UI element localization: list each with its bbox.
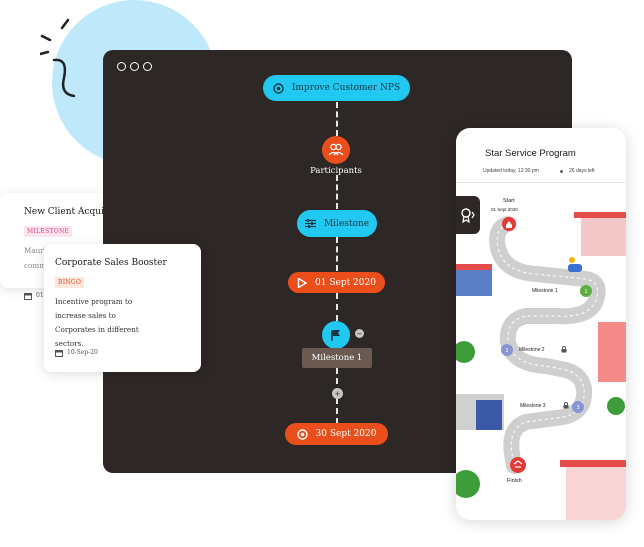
- star-service-program-panel: Star Service Program Updated today, 12:3…: [456, 128, 626, 520]
- card-date: 10-Sep-20: [67, 349, 98, 356]
- card-description: Incentive program to increase sales to C…: [55, 297, 139, 348]
- milestone-pill[interactable]: Milestone: [297, 210, 377, 237]
- bingo-tag: BINGO: [55, 277, 85, 288]
- sketch-lines-icon: [40, 18, 76, 98]
- milestone-1-label[interactable]: Milestone 1: [532, 288, 558, 294]
- participants-label: Participants: [310, 166, 362, 176]
- milestone-box[interactable]: Milestone 1: [302, 348, 372, 368]
- card-corporate-sales-booster[interactable]: Corporate Sales Booster BINGO Incentive …: [44, 244, 201, 372]
- award-tab[interactable]: [456, 196, 480, 234]
- window-control-dot[interactable]: [143, 62, 152, 71]
- timeline-connector: [336, 293, 338, 321]
- timeline-connector: [336, 175, 338, 209]
- target-icon: [296, 428, 308, 440]
- calendar-icon: [24, 293, 32, 300]
- updated-text: Updated today, 12:30 pm: [483, 168, 539, 174]
- start-date-label: 01 Sept 2020: [315, 277, 376, 288]
- timeline-connector: [336, 237, 338, 271]
- start-date: 01 Sept 2020: [491, 207, 518, 212]
- card-description: Mauri comm: [24, 246, 47, 270]
- minus-icon[interactable]: −: [355, 329, 364, 338]
- milestone-badge: 3: [576, 405, 579, 411]
- milestone-badge: 1: [584, 289, 587, 295]
- program-title: Star Service Program: [485, 148, 576, 159]
- road-map: 1 2 3: [456, 212, 626, 520]
- goal-pill[interactable]: Improve Customer NPS: [263, 75, 410, 101]
- milestone-pill-label: Milestone: [323, 218, 370, 229]
- add-node-icon[interactable]: +: [332, 388, 343, 399]
- separator-dot: [560, 170, 563, 173]
- award-icon: [461, 208, 475, 223]
- card-date: 01: [36, 292, 44, 299]
- goal-label: Improve Customer NPS: [291, 83, 401, 93]
- window-control-dot[interactable]: [117, 62, 126, 71]
- card-title: New Client Acquisitions: [24, 207, 134, 217]
- timeline-connector: [336, 102, 338, 136]
- end-date-pill[interactable]: 30 Sept 2020: [285, 423, 388, 445]
- target-icon: [273, 82, 284, 94]
- participants-node[interactable]: [322, 136, 350, 164]
- flag-icon: [331, 329, 340, 341]
- end-date-label: 30 Sept 2020: [315, 429, 377, 439]
- milestone-node[interactable]: [322, 321, 350, 349]
- lock-icon: [563, 402, 569, 409]
- milestone-tag: MILESTONE: [24, 226, 73, 237]
- window-controls: [117, 62, 152, 71]
- milestone-badge: 2: [505, 348, 508, 354]
- calendar-icon: [55, 350, 63, 357]
- play-icon: [297, 277, 308, 288]
- sliders-icon: [304, 219, 316, 228]
- milestone-3-label[interactable]: Milestone 3: [520, 403, 546, 409]
- start-label: Start: [503, 198, 515, 204]
- milestone-2-label[interactable]: Milestone 2: [519, 347, 545, 353]
- window-control-dot[interactable]: [130, 62, 139, 71]
- finish-label: Finish: [507, 478, 522, 484]
- lock-icon: [561, 346, 567, 353]
- participants-icon: [328, 143, 344, 156]
- card-title: Corporate Sales Booster: [55, 258, 167, 268]
- start-date-pill[interactable]: 01 Sept 2020: [288, 272, 385, 293]
- days-left-text: 26 days left: [569, 168, 595, 174]
- divider: [456, 182, 626, 183]
